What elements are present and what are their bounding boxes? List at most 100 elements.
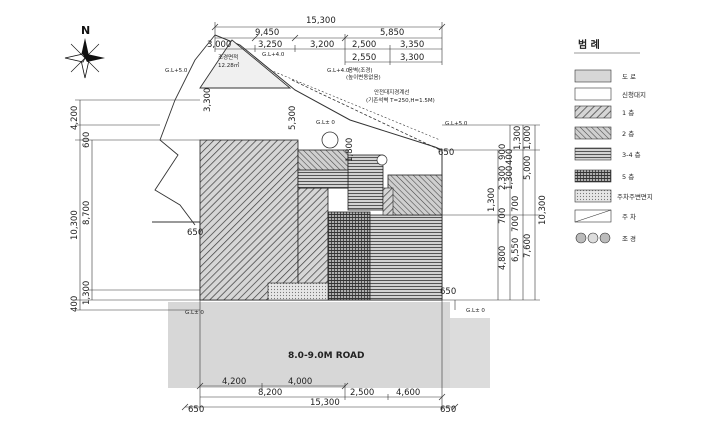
legend-label-floor2: 2 층 xyxy=(622,129,634,138)
retaining-label: 옹벽(조경) xyxy=(348,66,373,74)
floor-2-block-c xyxy=(387,174,443,216)
road-area-right xyxy=(450,318,490,388)
legend-swatch-floor34 xyxy=(574,147,612,161)
dim-bottom-650-left: 650 xyxy=(188,405,204,415)
gl-mark: G.L+5.0 xyxy=(445,121,468,127)
legend-label-car: 주 차 xyxy=(622,212,636,221)
dim-top-2550: 2,550 xyxy=(352,53,376,63)
dim-right-1300b: 1,300 xyxy=(505,166,515,190)
dim-left-650: 650 xyxy=(187,228,203,238)
dim-left-1300: 1,300 xyxy=(82,281,92,305)
legend-swatch-landscape xyxy=(575,232,611,244)
legend-swatch-road xyxy=(574,69,612,83)
fence-sublabel: (기존석벽 T=250,H=1.5M) xyxy=(366,96,435,104)
landscape-area-value: 12.28㎡ xyxy=(218,61,240,69)
north-label: N xyxy=(81,24,90,37)
dim-right-650-bottom: 650 xyxy=(440,287,456,297)
gl-mark: G.L+4.0 xyxy=(327,68,350,74)
dim-right-700c: 700 xyxy=(511,216,521,232)
tree-icon xyxy=(376,154,388,166)
dim-misc-1800: 1,800 xyxy=(345,138,355,162)
dim-top-3300: 3,300 xyxy=(400,53,424,63)
legend-swatch-floor1 xyxy=(574,105,612,119)
dim-bottom-650-right: 650 xyxy=(440,405,456,415)
dimension-lines-right xyxy=(442,124,540,310)
legend-title: 범 례 xyxy=(578,38,600,51)
dim-top-3000: 3,000 xyxy=(207,40,231,50)
north-arrow xyxy=(64,38,105,79)
dim-left-600: 600 xyxy=(82,132,92,148)
dim-right-4800: 4,800 xyxy=(498,246,508,270)
tick-marks xyxy=(181,23,459,411)
legend-label-floor5: 5 층 xyxy=(622,172,634,181)
fence-label: 안전대지경계선 xyxy=(374,88,409,96)
fence-line xyxy=(291,79,441,151)
legend-swatch-parking xyxy=(574,189,612,203)
legend-swatch-floor2 xyxy=(574,126,612,140)
legend-swatch-site xyxy=(574,87,612,101)
parking-strip xyxy=(267,282,329,301)
dim-left-8700: 8,700 xyxy=(82,201,92,225)
dim-right-700b: 700 xyxy=(511,196,521,212)
fence-line xyxy=(269,69,441,141)
dim-top-3350: 3,350 xyxy=(400,40,424,50)
dim-right-1300c: 1,300 xyxy=(513,126,523,150)
floor-1-block xyxy=(199,139,299,301)
dimension-lines-top xyxy=(214,22,443,65)
dim-bottom-4600: 4,600 xyxy=(396,388,420,398)
dim-bottom-8200: 8,200 xyxy=(258,388,282,398)
dim-bottom-15300: 15,300 xyxy=(310,398,340,408)
dim-right-1300: 1,300 xyxy=(487,188,497,212)
retaining-sublabel: (높이변동없음) xyxy=(346,73,381,81)
gl-mark: G.L+5.0 xyxy=(165,68,188,74)
legend-swatch-floor5 xyxy=(574,169,612,183)
landscape-area-label: 조경면적 xyxy=(218,53,238,61)
dim-top-9450: 9,450 xyxy=(255,28,279,38)
dim-right-400: 400 xyxy=(505,149,515,165)
dimension-lines-left xyxy=(75,99,200,311)
legend-label-landscape: 조 경 xyxy=(622,234,636,243)
floor-34-block-b xyxy=(297,169,349,189)
dimension-lines-bottom xyxy=(185,300,455,410)
dim-right-5000: 5,000 xyxy=(523,156,533,180)
dim-right-7600: 7,600 xyxy=(523,234,533,258)
dim-right-2300: 2,300 xyxy=(498,166,508,190)
dim-right-900: 900 xyxy=(498,144,508,160)
legend-label-floor1: 1 층 xyxy=(622,108,634,117)
floor-34-block-c xyxy=(369,214,443,301)
legend-label-site: 신청대지 xyxy=(622,90,646,99)
dim-left-400: 400 xyxy=(70,296,80,312)
landscape-zone xyxy=(199,39,292,89)
floor-1-block-right xyxy=(297,187,329,301)
floor-5-block xyxy=(327,211,371,301)
gl-mark: G.L± 0 xyxy=(185,310,204,316)
dim-right-6550: 6,550 xyxy=(511,238,521,262)
road-label: 8.0-9.0M ROAD xyxy=(288,351,365,361)
floor-34-block xyxy=(347,154,384,211)
legend: 범 례 도 로 신청대지 1 층 2 층 3-4 층 5 층 주차주변면지 주 … xyxy=(574,38,653,244)
gl-mark: G.L± 0 xyxy=(316,120,335,126)
gl-mark: G.L+4.0 xyxy=(262,52,285,58)
dim-right-700: 700 xyxy=(498,208,508,224)
dim-top-2500: 2,500 xyxy=(352,40,376,50)
legend-label-floor34: 3-4 층 xyxy=(622,150,641,159)
road-area xyxy=(168,302,450,388)
dim-left-10300: 10,300 xyxy=(70,210,80,240)
dim-right-1000: 1,000 xyxy=(523,126,533,150)
dim-right-650-top: 650 xyxy=(438,148,454,158)
floor-1-block-c xyxy=(382,187,394,216)
dim-bottom-2500: 2,500 xyxy=(350,388,374,398)
dim-top-15300: 15,300 xyxy=(306,16,336,26)
dim-top-3200: 3,200 xyxy=(310,40,334,50)
tree-icon xyxy=(321,131,339,149)
dim-misc-3300: 3,300 xyxy=(203,88,213,112)
legend-label-road: 도 로 xyxy=(622,73,636,81)
dim-left-4200: 4,200 xyxy=(70,106,80,130)
site-boundary-left xyxy=(154,34,216,226)
dim-bottom-4200: 4,200 xyxy=(222,377,246,387)
gl-mark: G.L± 0 xyxy=(466,308,485,314)
dim-right-10300: 10,300 xyxy=(538,195,548,225)
dim-top-5850: 5,850 xyxy=(380,28,404,38)
legend-label-parking: 주차주변면지 xyxy=(617,192,653,201)
